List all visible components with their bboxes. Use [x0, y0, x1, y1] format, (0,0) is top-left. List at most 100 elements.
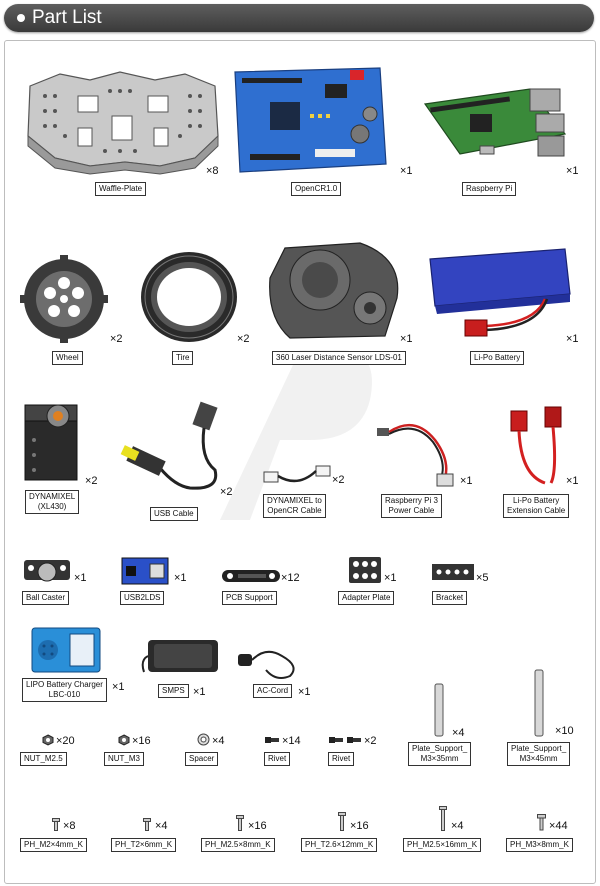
plate-support-35-label: Plate_Support_ M3×35mm — [408, 742, 472, 766]
tire-label: Tire — [172, 351, 194, 365]
lipo-extension-cable-label: Li-Po Battery Extension Cable — [503, 494, 570, 518]
usb2lds-qty: ×1 — [174, 572, 187, 584]
spacer-image — [197, 733, 210, 746]
battery-charger-image — [31, 627, 101, 673]
bullet-icon — [17, 14, 25, 22]
raspberry-pi-image — [423, 88, 567, 157]
dynamixel-label-line1: DYNAMIXEL — [29, 492, 76, 501]
rpi-power-cable-label-line2: Power Cable — [388, 506, 435, 515]
wheel-image — [20, 255, 108, 343]
bracket-label: Bracket — [432, 591, 468, 605]
wheel-qty: ×2 — [110, 333, 123, 345]
plate-support-35-image — [434, 683, 444, 737]
nut-m25-image — [42, 734, 54, 746]
screw-ph1-label: PH_M2×4mm_K — [20, 838, 87, 852]
battery-charger-label-line1: LIPO Battery Charger — [26, 680, 103, 689]
opencr-qty: ×1 — [400, 165, 413, 177]
page-title: Part List — [32, 7, 102, 28]
ball-caster-label: Ball Caster — [22, 591, 70, 605]
raspberry-pi-label: Raspberry Pi — [462, 182, 517, 196]
smps-image — [141, 640, 218, 673]
nut-m3-qty: ×16 — [132, 735, 151, 747]
raspberry-pi-qty: ×1 — [566, 165, 579, 177]
rpi-power-cable-qty: ×1 — [460, 475, 473, 487]
adapter-plate-image — [349, 557, 381, 583]
plate-support-45-qty: ×10 — [555, 725, 574, 737]
screw-ph4-icon — [338, 812, 346, 831]
screw-ph2-label: PH_T2×6mm_K — [111, 838, 177, 852]
waffle-plate-qty: ×8 — [206, 165, 219, 177]
screw-ph1-icon — [52, 818, 60, 831]
ac-cord-label: AC-Cord — [253, 684, 293, 698]
screw-ph3-label: PH_M2.5×8mm_K — [201, 838, 275, 852]
opencr-board-image — [234, 67, 387, 173]
spacer-label: Spacer — [185, 752, 219, 766]
rivet1-label: Rivet — [264, 752, 291, 766]
rpi-power-cable-label-line1: Raspberry Pi 3 — [385, 496, 438, 505]
pcb-support-image — [222, 570, 280, 582]
parts-panel — [4, 40, 596, 884]
nut-m3-label: NUT_M3 — [104, 752, 145, 766]
screw-ph6-label: PH_M3×8mm_K — [506, 838, 573, 852]
rpi-power-cable-label: Raspberry Pi 3 Power Cable — [381, 494, 442, 518]
dynamixel-label-line2: (XL430) — [37, 502, 67, 511]
plate-support-45-label-line1: Plate_Support_ — [511, 744, 567, 753]
plate-support-45-label: Plate_Support_ M3×45mm — [507, 742, 571, 766]
screw-ph2-qty: ×4 — [155, 820, 168, 832]
battery-charger-label: LIPO Battery Charger LBC-010 — [22, 678, 107, 702]
plate-support-45-label-line2: M3×45mm — [519, 754, 558, 763]
pcb-support-label: PCB Support — [222, 591, 277, 605]
plate-support-35-label-line2: M3×35mm — [420, 754, 459, 763]
ball-caster-image — [24, 560, 70, 582]
dynamixel-cable-label-line2: OpenCR Cable — [267, 506, 322, 515]
lds-sensor-image — [269, 242, 399, 339]
screw-ph5-label: PH_M2.5×16mm_K — [403, 838, 482, 852]
screw-ph3-qty: ×16 — [248, 820, 267, 832]
rivet2-qty: ×2 — [364, 735, 377, 747]
screw-ph6-qty: ×44 — [549, 820, 568, 832]
battery-charger-qty: ×1 — [112, 681, 125, 693]
adapter-plate-label: Adapter Plate — [338, 591, 395, 605]
dynamixel-cable-label-line1: DYNAMIXEL to — [267, 496, 322, 505]
opencr-label: OpenCR1.0 — [291, 182, 342, 196]
wheel-label: Wheel — [52, 351, 83, 365]
bracket-image — [432, 564, 474, 580]
lipo-extension-cable-image — [510, 406, 562, 485]
adapter-plate-qty: ×1 — [384, 572, 397, 584]
plate-support-35-label-line1: Plate_Support_ — [412, 744, 468, 753]
screw-ph3-icon — [236, 815, 244, 831]
plate-support-35-qty: ×4 — [452, 727, 465, 739]
part-list-header: Part List — [4, 4, 594, 32]
usb2lds-image — [121, 557, 169, 585]
rivet1-image — [265, 737, 279, 743]
rivet2-image — [329, 737, 361, 743]
nut-m25-qty: ×20 — [56, 735, 75, 747]
waffle-plate-image — [27, 71, 219, 175]
watermark-logo — [220, 350, 372, 520]
screw-ph2-icon — [143, 818, 151, 831]
pcb-support-qty: ×12 — [281, 572, 300, 584]
usb-cable-label: USB Cable — [150, 507, 198, 521]
tire-image — [141, 252, 237, 342]
screw-ph4-qty: ×16 — [350, 820, 369, 832]
screw-ph5-qty: ×4 — [451, 820, 464, 832]
nut-m25-label: NUT_M2.5 — [20, 752, 67, 766]
lipo-extension-cable-label-line2: Extension Cable — [507, 506, 566, 515]
smps-label: SMPS — [158, 684, 189, 698]
spacer-qty: ×4 — [212, 735, 225, 747]
lipo-extension-cable-label-line1: Li-Po Battery — [513, 496, 560, 505]
ball-caster-qty: ×1 — [74, 572, 87, 584]
dynamixel-label: DYNAMIXEL (XL430) — [25, 490, 80, 514]
dynamixel-cable-label: DYNAMIXEL to OpenCR Cable — [263, 494, 326, 518]
lipo-extension-cable-qty: ×1 — [566, 475, 579, 487]
plate-support-45-image — [534, 669, 544, 737]
nut-m3-image — [118, 734, 130, 746]
lds-label: 360 Laser Distance Sensor LDS-01 — [272, 351, 406, 365]
bracket-qty: ×5 — [476, 572, 489, 584]
dynamixel-qty: ×2 — [85, 475, 98, 487]
lipo-battery-qty: ×1 — [566, 333, 579, 345]
usb2lds-label: USB2LDS — [120, 591, 165, 605]
ac-cord-qty: ×1 — [298, 686, 311, 698]
lipo-battery-label: Li-Po Battery — [470, 351, 525, 365]
smps-qty: ×1 — [193, 686, 206, 698]
